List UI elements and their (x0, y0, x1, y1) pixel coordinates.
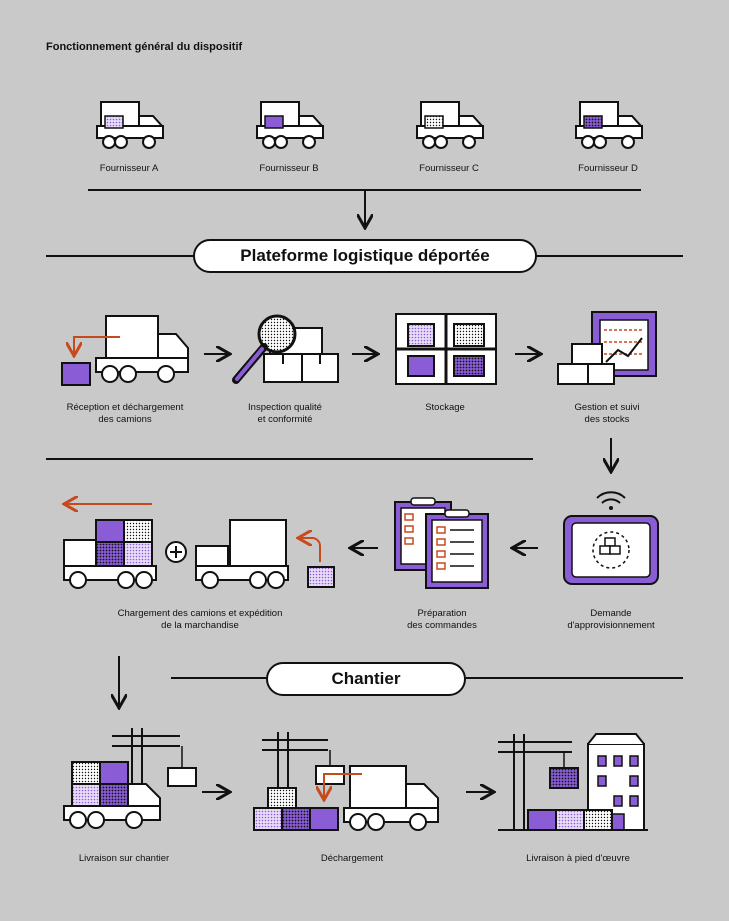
unloading-illustration (253, 732, 439, 831)
stock-management-illustration (557, 311, 657, 385)
step-storage-label: Stockage (425, 402, 465, 413)
step-stock-management-label: Gestion et suivi des stocks (574, 402, 640, 425)
page-title: Fonctionnement général du dispositif (46, 41, 243, 53)
loading-trucks-illustration (64, 504, 335, 589)
step-preparation-label: Préparation des commandes (407, 608, 477, 631)
preparation-clipboards-illustration (394, 497, 489, 589)
supplier-label-c: Fournisseur C (419, 163, 479, 174)
site-delivery-illustration (63, 728, 197, 829)
supplier-truck-d (575, 101, 643, 149)
inspection-illustration (232, 314, 339, 384)
final-delivery-illustration (498, 733, 648, 831)
step-inspection-label: Inspection qualité et conformité (248, 402, 322, 425)
supplier-label-b: Fournisseur B (259, 163, 319, 174)
site-title-pill: Chantier (266, 662, 466, 696)
demand-tablet-illustration (563, 491, 659, 585)
step-loading-label: Chargement des camions et expédition de … (117, 608, 283, 631)
supplier-truck-b (256, 101, 324, 149)
supplier-label-d: Fournisseur D (578, 163, 638, 174)
step-final-delivery-label: Livraison à pied d'œuvre (526, 853, 630, 864)
step-site-delivery-label: Livraison sur chantier (78, 853, 170, 864)
supplier-truck-a (96, 101, 164, 149)
step-reception-label: Réception et déchargement des camions (66, 402, 184, 425)
reception-truck-illustration (61, 315, 189, 386)
supplier-label-a: Fournisseur A (99, 163, 159, 174)
step-demand-label: Demande d'approvisionnement (567, 608, 655, 631)
platform-title-pill: Plateforme logistique déportée (193, 239, 537, 273)
storage-shelf-illustration (395, 313, 497, 385)
supplier-truck-c (416, 101, 484, 149)
step-unloading-label: Déchargement (320, 853, 384, 864)
